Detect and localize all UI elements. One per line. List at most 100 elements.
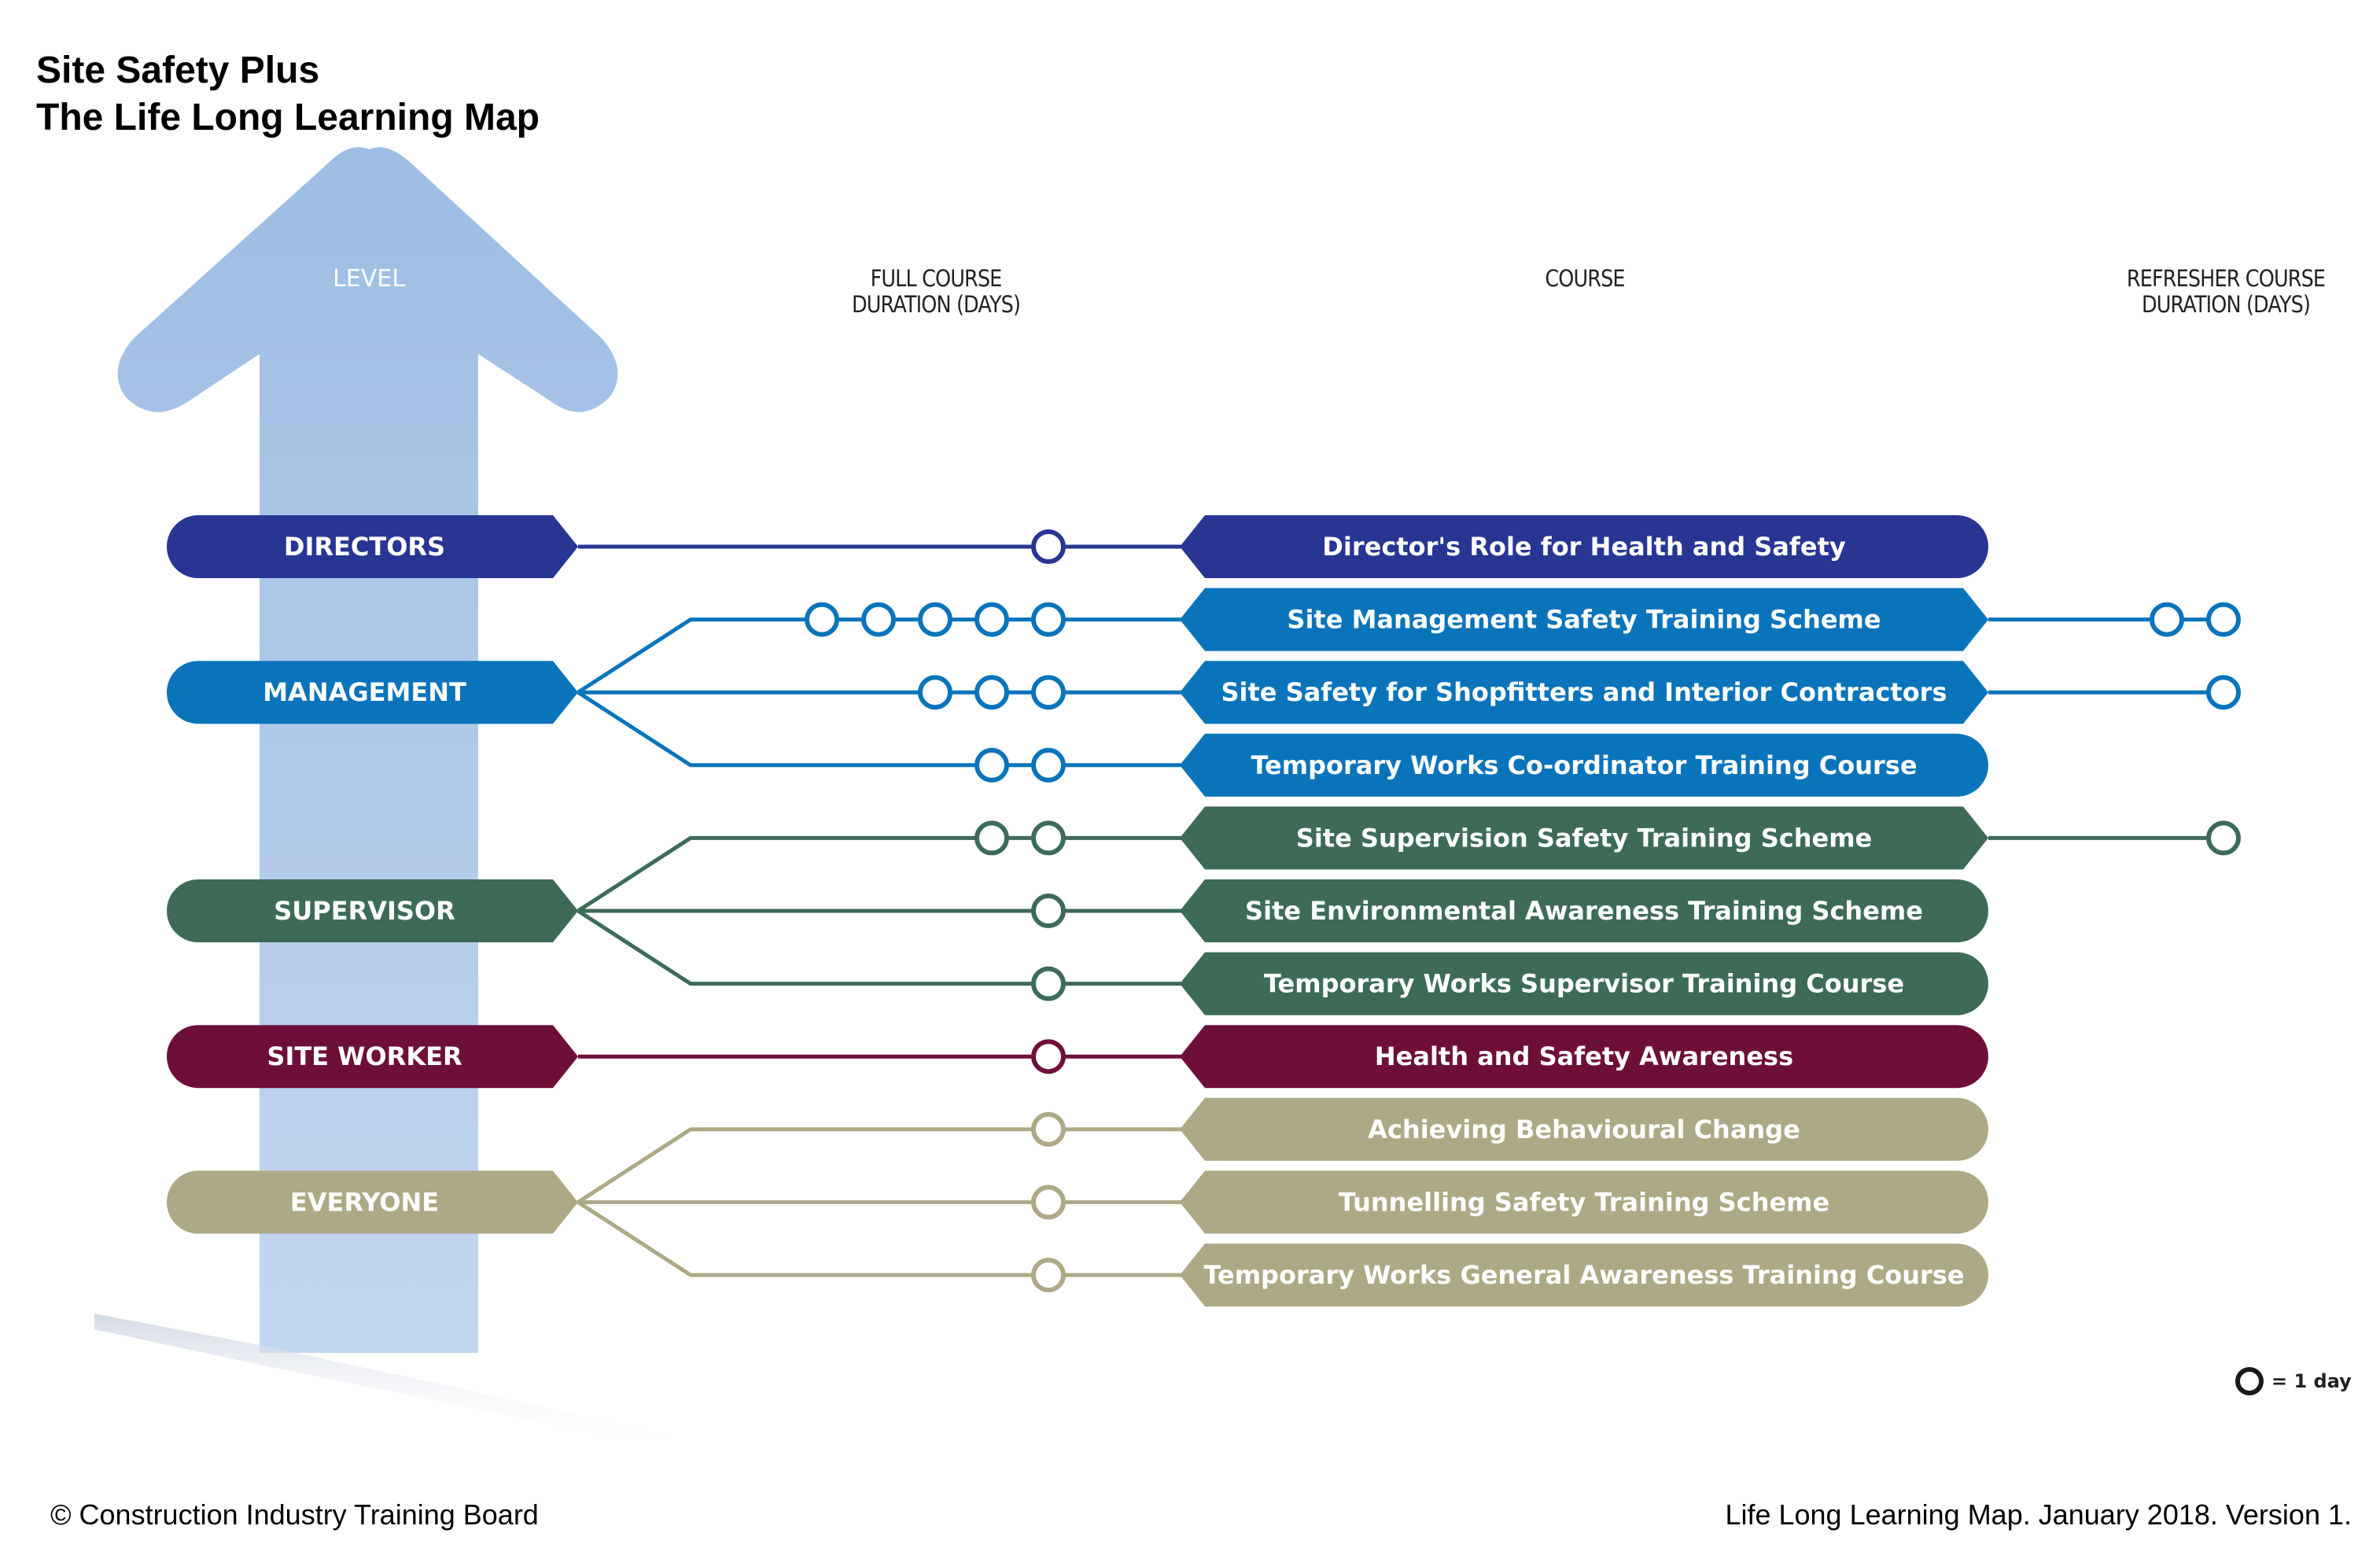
- connector-line: [577, 1200, 1196, 1277]
- full-day-circle: [1031, 894, 1066, 928]
- level-pill-shape: [167, 879, 578, 942]
- level-label: SITE WORKER: [267, 1041, 462, 1071]
- full-day-circle: [1031, 1039, 1066, 1074]
- course-row: Director's Role for Health and Safety: [1180, 515, 1988, 578]
- course-name: Site Safety for Shopfitters and Interior…: [1221, 677, 1947, 707]
- course-name: Temporary Works Co-ordinator Training Co…: [1251, 750, 1917, 780]
- full-day-circle: [1031, 529, 1066, 564]
- title-line-2: The Life Long Learning Map: [36, 97, 540, 138]
- connector-line: [577, 691, 1196, 768]
- refresher-header-line1: REFRESHER COURSE: [2126, 265, 2326, 292]
- courses-layer: Director's Role for Health and SafetySit…: [1180, 515, 1988, 1307]
- level-everyone: EVERYONE: [167, 1170, 578, 1234]
- level-pill-shape: [167, 661, 578, 724]
- course-pill-shape: [1180, 952, 1988, 1015]
- course-row: Temporary Works Supervisor Training Cour…: [1180, 952, 1988, 1015]
- full-day-circle: [1031, 747, 1066, 783]
- level-directors: DIRECTORS: [167, 515, 578, 578]
- full-duration-header-line1: FULL COURSE: [870, 265, 1003, 292]
- level-label: EVERYONE: [290, 1187, 439, 1217]
- course-name: Director's Role for Health and Safety: [1322, 532, 1846, 562]
- copyright-footer: © Construction Industry Training Board: [50, 1498, 539, 1531]
- full-day-circle: [1031, 1111, 1066, 1147]
- full-day-circle: [1031, 675, 1066, 710]
- level-arrow: LEVEL: [94, 147, 684, 1455]
- levels-layer: DIRECTORS MANAGEMENT SUPERVISOR SITE WORKER…: [167, 515, 578, 1234]
- level-management: MANAGEMENT: [167, 661, 578, 724]
- legend: = 1 day: [2235, 1367, 2352, 1395]
- level-column-label: LEVEL: [333, 265, 405, 293]
- course-row: Site Environmental Awareness Training Sc…: [1180, 879, 1988, 942]
- refresher-day-circle: [2150, 602, 2184, 637]
- course-row: Achieving Behavioural Change: [1180, 1097, 1988, 1161]
- course-row: Site Supervision Safety Training Scheme: [1180, 806, 1988, 870]
- course-name: Achieving Behavioural Change: [1368, 1115, 1800, 1144]
- title-line-1: Site Safety Plus: [36, 50, 320, 91]
- course-row: Site Safety for Shopfitters and Interior…: [1180, 661, 1988, 724]
- level-arrow-head: [117, 147, 618, 1354]
- level-label: SUPERVISOR: [274, 896, 455, 926]
- course-header-label: COURSE: [1545, 265, 1625, 292]
- course-pill-shape: [1180, 806, 1988, 870]
- full-day-circle: [918, 675, 952, 710]
- version-footer: Life Long Learning Map. January 2018. Ve…: [1725, 1498, 2352, 1531]
- level-supervisor: SUPERVISOR: [167, 879, 578, 942]
- course-row: Tunnelling Safety Training Scheme: [1180, 1170, 1988, 1234]
- connectors-layer: [577, 544, 2223, 1277]
- full-duration-header: FULL COURSE DURATION (DAYS): [832, 266, 1040, 318]
- legend-text: = 1 day: [2271, 1370, 2352, 1392]
- level-pill-shape: [167, 1170, 578, 1234]
- connector-line: [577, 908, 1196, 986]
- refresher-day-circle: [2206, 675, 2241, 710]
- full-day-circle: [974, 602, 1009, 637]
- refresher-day-circle: [2206, 602, 2241, 637]
- course-pill-shape: [1180, 1025, 1988, 1089]
- course-name: Health and Safety Awareness: [1375, 1041, 1793, 1071]
- course-row: Temporary Works General Awareness Traini…: [1180, 1244, 1988, 1307]
- full-day-circle: [974, 747, 1009, 783]
- refresher-header-line2: DURATION (DAYS): [2141, 291, 2311, 318]
- refresher-duration-header: REFRESHER COURSE DURATION (DAYS): [2087, 266, 2364, 318]
- course-name: Temporary Works Supervisor Training Cour…: [1264, 969, 1904, 999]
- full-day-circle: [805, 602, 839, 637]
- course-name: Site Management Safety Training Scheme: [1287, 605, 1881, 635]
- course-row: Health and Safety Awareness: [1180, 1025, 1988, 1089]
- course-header: COURSE: [1481, 266, 1689, 292]
- level-site-worker: SITE WORKER: [167, 1025, 578, 1089]
- full-day-circle: [918, 602, 952, 637]
- course-pill-shape: [1180, 1244, 1988, 1307]
- connector-line: [577, 835, 1196, 913]
- level-label: MANAGEMENT: [263, 677, 466, 707]
- level-pill-shape: [167, 515, 578, 578]
- arrow-base-shadow: [94, 1314, 684, 1455]
- full-duration-header-line2: DURATION (DAYS): [851, 291, 1021, 318]
- full-day-circle: [974, 675, 1009, 710]
- course-pill-shape: [1180, 1097, 1988, 1161]
- full-day-circle: [1031, 1258, 1066, 1292]
- full-day-circle: [1031, 602, 1066, 637]
- course-row: Site Management Safety Training Scheme: [1180, 588, 1988, 651]
- level-pill-shape: [167, 1025, 578, 1089]
- course-row: Temporary Works Co-ordinator Training Co…: [1180, 733, 1988, 797]
- connector-line: [577, 617, 1196, 695]
- circle-outline-icon: [2235, 1367, 2264, 1395]
- course-pill-shape: [1180, 515, 1988, 578]
- course-pill-shape: [1180, 661, 1988, 724]
- full-day-circle: [861, 602, 896, 637]
- course-name: Tunnelling Safety Training Scheme: [1339, 1187, 1829, 1217]
- full-day-circle: [1031, 1185, 1066, 1220]
- course-name: Site Supervision Safety Training Scheme: [1296, 823, 1872, 853]
- full-day-circle: [1031, 966, 1066, 1001]
- course-pill-shape: [1180, 879, 1988, 942]
- course-name: Site Environmental Awareness Training Sc…: [1245, 896, 1923, 926]
- course-pill-shape: [1180, 588, 1988, 651]
- full-day-circle: [974, 820, 1009, 856]
- day-circles-layer: [805, 529, 2241, 1292]
- connector-line: [577, 1127, 1196, 1204]
- refresher-day-circle: [2206, 820, 2241, 856]
- course-pill-shape: [1180, 1170, 1988, 1234]
- course-pill-shape: [1180, 733, 1988, 797]
- level-label: DIRECTORS: [284, 532, 445, 562]
- full-day-circle: [1031, 820, 1066, 856]
